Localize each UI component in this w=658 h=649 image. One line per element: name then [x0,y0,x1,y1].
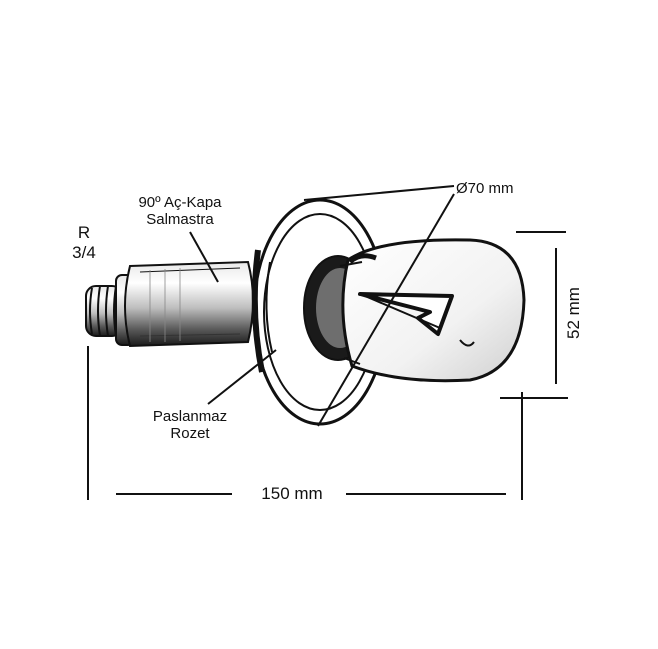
thread-label: R 3/4 [64,223,104,263]
rosette-label-line2: Rozet [170,425,210,442]
seal-body [124,260,254,348]
rosette-label-line1: Paslanmaz [152,408,228,425]
dimension-lines [87,185,568,500]
seal-label: 90º Aç-Kapa Salmastra [120,194,240,228]
valve-handle [339,238,526,383]
seal-leader [189,231,219,283]
seal-label-line2: Salmastra [146,211,214,228]
length-label: 150 mm [261,484,323,503]
diameter-label: Ø70 mm [456,180,514,197]
seal-label-line1: 90º Aç-Kapa [138,194,222,211]
rosette-label: Paslanmaz Rozet [130,408,250,442]
height-label: 52 mm [564,287,583,339]
rosette-leader [207,349,277,405]
diameter-leader [317,193,455,427]
thread-label-line2: 3/4 [72,243,96,262]
thread-label-line1: R [77,223,91,242]
diameter-top-line [303,185,455,201]
